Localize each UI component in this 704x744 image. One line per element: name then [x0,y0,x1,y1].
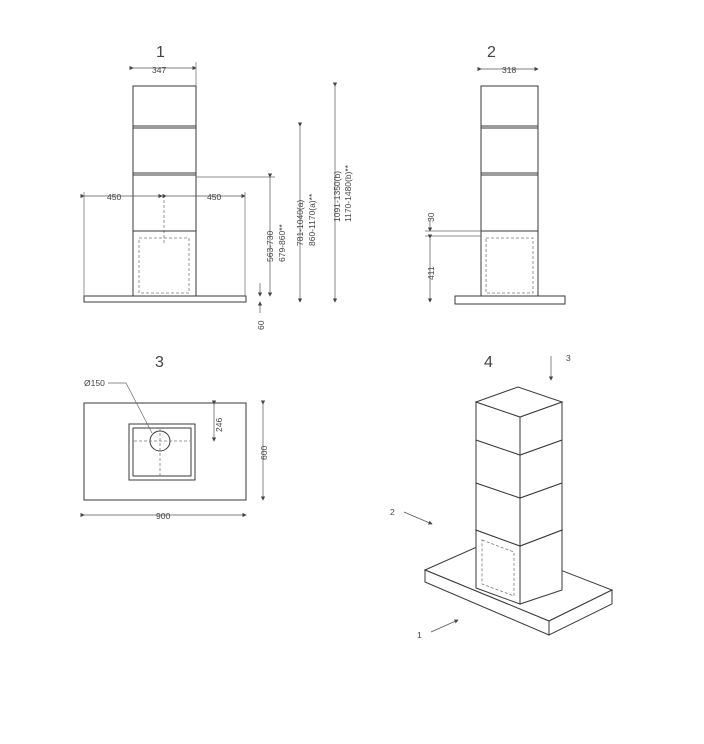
view-2-number: 2 [487,44,496,61]
chimney-top-outer [128,423,196,481]
view-4-isometric: 4 3 2 1 [390,353,614,640]
dim-679-860: 679-860** [277,223,287,262]
dim-900: 900 [156,511,170,521]
dim-246: 246 [214,418,224,432]
arrow-2-label: 2 [390,507,395,517]
dim-30: 30 [426,212,436,222]
motor-inner-side [485,237,534,294]
dim-1170-1480: 1170-1480(b)** [343,164,353,222]
dim-411: 411 [426,266,436,280]
dim-1091-1350: 1091-1350(b) [332,171,342,222]
chimney-front [132,85,197,232]
dim-600: 600 [259,446,269,460]
chimney-iso-top [474,386,564,418]
arrow-1-label: 1 [417,630,422,640]
dim-diameter: Ø150 [84,378,105,388]
leader-diameter [108,382,153,434]
view-3-top: 3 Ø150 246 600 900 [80,354,269,521]
arrow-2 [403,511,433,525]
arrow-3-label: 3 [566,353,571,363]
chimney-side [480,85,539,232]
view-1-number: 1 [156,44,165,61]
dim-860-1170: 860-1170(a)** [307,193,317,246]
motor-inner [138,237,190,294]
dim-450-right: 450 [207,192,221,202]
view-2-side: 2 318 30 411 [425,44,566,305]
dim-347: 347 [152,65,166,75]
view-4-number: 4 [484,354,493,371]
canopy-top [83,402,247,501]
dim-60: 60 [256,320,266,330]
motor-box [132,230,197,297]
canopy-front [83,295,247,303]
motor-box-side [480,230,539,297]
view-3-number: 3 [155,354,164,371]
arrow-1 [430,619,459,633]
dim-450-left: 450 [107,192,121,202]
dim-563-730: 563-730 [265,231,275,262]
dim-781-1040: 781-1040(a) [295,200,305,246]
motor-iso-inner [481,539,515,597]
canopy-side [454,295,566,305]
view-1-front: 1 347 450 450 563-730 679-860** 60 781-1… [80,44,353,330]
canopy-iso-side [548,589,613,636]
chimney-top-inner [132,427,192,477]
dim-318: 318 [502,65,516,75]
